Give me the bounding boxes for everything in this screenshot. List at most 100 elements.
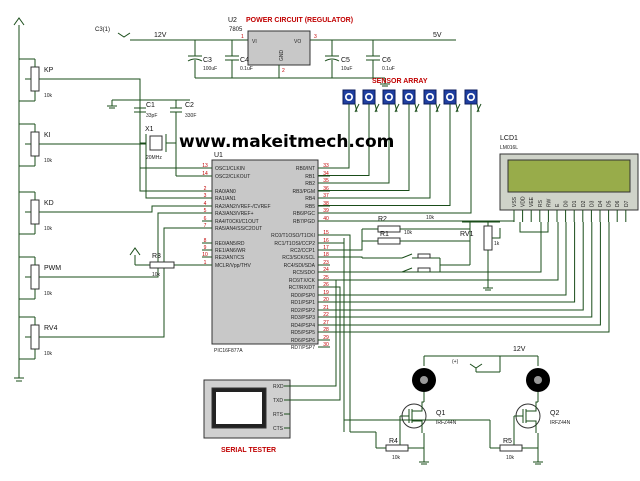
vcc-symbol-icon: [13, 17, 25, 26]
sensor-array-title: SENSOR ARRAY: [372, 78, 428, 85]
mcu-pin-label: RE1/AN6/WR: [215, 248, 246, 254]
mcu-pin-number: 16: [323, 238, 329, 244]
crystal-circuit: C1 33pF C2 330F X1 20MHz: [107, 99, 212, 177]
ir-sensor-3-icon: [382, 89, 400, 113]
lcd-pin-label: VDD: [521, 196, 527, 207]
lcd-pin-label: RW: [546, 198, 552, 207]
mcu-pin-number: 29: [323, 335, 329, 341]
pot-kd: KD 10k: [19, 191, 100, 235]
ir-sensor-4-icon: [402, 89, 420, 113]
svg-text:0.1uF: 0.1uF: [382, 66, 395, 72]
mcu-pin-number: 17: [323, 245, 329, 251]
serial-tester: SERIAL TESTER: [203, 379, 291, 454]
input-terminal-label: C3(1): [95, 27, 110, 33]
svg-text:C1: C1: [146, 102, 155, 109]
mcu-pin-number: 22: [323, 312, 329, 318]
ir-sensor-1-icon: [342, 89, 360, 113]
mcu-pin-label: OSC1/CLKIN: [215, 166, 245, 172]
power-circuit-title: POWER CIRCUIT (REGULATOR): [246, 17, 353, 24]
mcu-pin-number: 40: [323, 216, 329, 222]
mcu-pin-number: 8: [204, 238, 207, 244]
mcu-pin-label: RB5: [305, 204, 315, 210]
mcu-pin-label: RA0/AN0: [215, 189, 236, 195]
mcu-pin-label: RC3/SCK/SCL: [282, 255, 315, 261]
net-12v-label: 12V: [154, 32, 167, 39]
input-terminal-icon: [117, 32, 131, 38]
svg-text:C5: C5: [341, 57, 350, 64]
mcu-pin-number: 18: [323, 252, 329, 258]
mcu-pin-label: RD0/PSP0: [291, 293, 315, 299]
mcu-pin-label: RA2/AN2/VREF-/CVREF: [215, 204, 271, 210]
serial-pin-label: TXD: [273, 398, 283, 404]
mcu-pin-number: 6: [204, 216, 207, 222]
lcd-pin-label: RS: [538, 199, 544, 207]
net-5v-label: 5V: [433, 32, 442, 39]
mcu-pin-number: 13: [202, 163, 208, 169]
mcu-ref: U1: [214, 152, 223, 159]
mcu-pin-number: 1: [204, 260, 207, 266]
lcd-part: LM016L: [500, 145, 518, 151]
mcu-pin-label: RD1/PSP1: [291, 300, 315, 306]
mcu-pin-number: 39: [323, 208, 329, 214]
svg-text:R5: R5: [503, 438, 512, 445]
mcu-pin-number: 2: [204, 186, 207, 192]
svg-text:RV1: RV1: [460, 231, 474, 238]
svg-text:2: 2: [282, 68, 285, 74]
sensor-array: SENSOR ARRAY: [372, 78, 428, 85]
mcu-pin-number: 24: [323, 267, 329, 273]
svg-text:Q2: Q2: [550, 410, 559, 417]
mcu-pin-number: 35: [323, 178, 329, 184]
svg-text:10k: 10k: [426, 215, 435, 221]
mclr-circuit: R3 10k: [129, 247, 212, 278]
svg-text:12V: 12V: [513, 346, 526, 353]
mcu-pin-label: RB4: [305, 196, 315, 202]
pot-value: 10k: [44, 93, 53, 99]
mcu-pin-label: RC1/T1OSI/CCP2: [274, 241, 315, 247]
lcd-pin-label: VEE: [529, 196, 535, 207]
svg-text:1k: 1k: [494, 241, 500, 247]
mcu-pin-number: 23: [323, 260, 329, 266]
mcu-pin-label: RC7/RX/DT: [289, 285, 315, 291]
mcu-pin-label: OSC2/CLKOUT: [215, 174, 250, 180]
mcu-pin-number: 37: [323, 193, 329, 199]
svg-text:10k: 10k: [392, 455, 401, 461]
regulator-part: 7805: [229, 27, 243, 33]
mcu-pin-number: 25: [323, 275, 329, 281]
serial-tester-title: SERIAL TESTER: [221, 447, 276, 454]
mcu-pin-label: RA1/AN1: [215, 196, 236, 202]
mcu-pin-number: 9: [204, 245, 207, 251]
svg-text:R3: R3: [152, 253, 161, 260]
lcd-pin-label: D7: [624, 200, 630, 207]
svg-text:Q1: Q1: [436, 410, 445, 417]
svg-text:330F: 330F: [185, 113, 196, 119]
mcu-pin-label: RD3/PSP3: [291, 315, 315, 321]
mcu-pin-label: MCLR/Vpp/THV: [215, 263, 252, 269]
mcu-pin-label: RE0/AN5/RD: [215, 241, 245, 247]
svg-text:C3: C3: [203, 57, 212, 64]
lcd-pin-label: D6: [615, 200, 621, 207]
svg-text:10k: 10k: [404, 230, 413, 236]
pot-label: RV4: [44, 325, 58, 332]
svg-text:(+): (+): [452, 359, 459, 365]
svg-text:33pF: 33pF: [146, 113, 157, 119]
pot-label: KD: [44, 200, 54, 207]
motor-supply-terminal-icon: [469, 363, 483, 369]
mcu-pin-label: RC4/SDI/SDA: [284, 263, 316, 269]
svg-text:1: 1: [241, 34, 244, 40]
regulator-vo: VO: [294, 39, 301, 45]
svg-text:IRFZ44N: IRFZ44N: [550, 420, 571, 426]
lcd-pin-label: D2: [581, 200, 587, 207]
lcd-pin-label: D3: [589, 200, 595, 207]
svg-text:0.1uF: 0.1uF: [240, 66, 253, 72]
mclr-vcc-icon: [129, 247, 141, 256]
pot-label: KI: [44, 132, 51, 139]
mcu-pin-number: 26: [323, 282, 329, 288]
svg-text:C4: C4: [240, 57, 249, 64]
svg-text:R2: R2: [378, 216, 387, 223]
mcu-pin-label: RB6/PGC: [293, 211, 315, 217]
mcu-pin-label: RC2/CCP1: [290, 248, 315, 254]
pot-value: 10k: [44, 226, 53, 232]
